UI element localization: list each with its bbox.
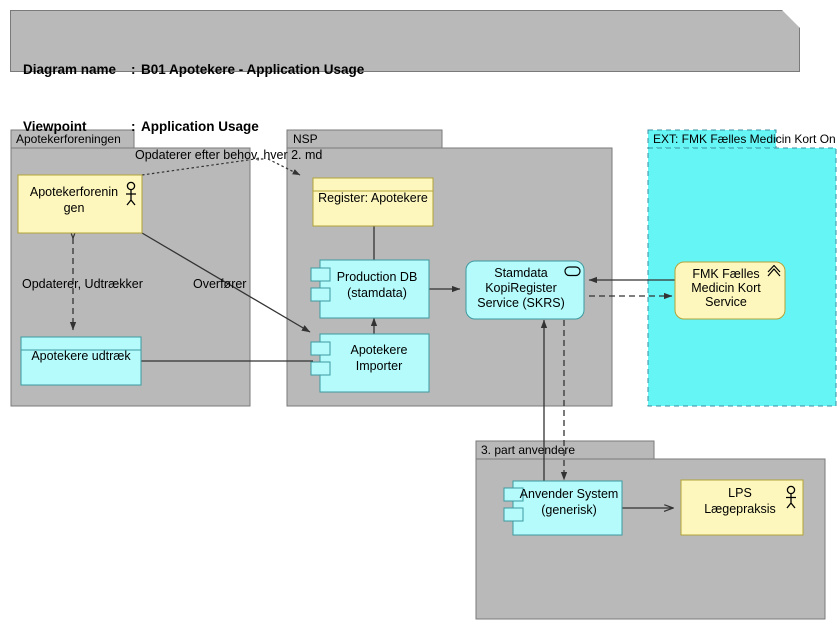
node-label-register-apotekere: Register: Apotekere <box>318 191 428 205</box>
node-anvender-system[interactable]: Anvender System (generisk) <box>503 480 623 536</box>
connector-label-opdaterer-efter-behov: Opdaterer efter behov, hver 2. md <box>135 148 322 162</box>
node-label-skrs-line3: Service (SKRS) <box>477 296 565 310</box>
connector-line-dotted-a <box>141 158 265 176</box>
actor-icon <box>126 181 136 206</box>
node-label-fmk-service-line3: Service <box>705 295 747 309</box>
node-label-apotekerforeningen-actor-line1: Apotekerforenin <box>30 185 118 199</box>
node-apotekere-udtraek[interactable]: Apotekere udtræk <box>20 336 142 386</box>
node-box-skrs <box>465 260 585 320</box>
connector-label-opdaterer-udtraekker: Opdaterer, Udtrækker <box>22 277 143 291</box>
node-box-register-apotekere <box>312 177 434 227</box>
connector-label-overfoerer: Overfører <box>193 277 246 291</box>
node-lps-laegepraksis[interactable]: LPS Lægepraksis <box>680 479 804 536</box>
node-box-apotekerforeningen-actor <box>17 174 143 234</box>
group-label-nsp: NSP <box>293 132 318 146</box>
connector-overfoerer: Overfører <box>141 232 311 333</box>
node-apotekere-importer[interactable]: Apotekere Importer <box>310 333 430 393</box>
title-separator-2: : <box>131 119 136 134</box>
node-label-apotekere-importer-line2: Importer <box>356 359 403 373</box>
diagram-name-value: B01 Apotekere - Application Usage <box>141 62 365 77</box>
node-label-production-db-line2: (stamdata) <box>347 286 407 300</box>
diagram-name-label: Diagram name <box>23 62 117 77</box>
node-label-apotekere-importer-line1: Apotekere <box>351 343 408 357</box>
node-label-lps-line1: LPS <box>728 486 752 500</box>
node-label-apotekere-udtraek: Apotekere udtræk <box>31 349 131 363</box>
group-label-ext-fmk: EXT: FMK Fælles Medicin Kort On <box>653 132 836 146</box>
title-row-diagram-name: Diagram name : B01 Apotekere - Applicati… <box>23 60 364 79</box>
connector-opdaterer-udtraekker: Opdaterer, Udtrækker <box>22 238 143 330</box>
node-label-anvender-system-line1: Anvender System <box>520 487 619 501</box>
node-box-lps-laegepraksis <box>680 479 804 536</box>
title-row-viewpoint: Viewpoint : Application Usage <box>23 117 364 136</box>
node-apotekerforeningen-actor[interactable]: Apotekerforenin gen <box>17 174 143 234</box>
group-label-tredjepart: 3. part anvendere <box>481 443 575 457</box>
connector-line-overfoerer <box>141 232 311 333</box>
node-label-lps-line2: Lægepraksis <box>704 502 776 516</box>
viewpoint-value: Application Usage <box>141 119 259 134</box>
component-icon <box>503 487 524 522</box>
node-label-production-db-line1: Production DB <box>337 270 418 284</box>
node-skrs[interactable]: Stamdata KopiRegister Service (SKRS) <box>465 260 585 320</box>
node-register-apotekere[interactable]: Register: Apotekere <box>312 177 434 227</box>
node-label-fmk-service-line2: Medicin Kort <box>691 281 761 295</box>
node-label-apotekerforeningen-actor-line2: gen <box>64 201 85 215</box>
connector-opdaterer-efter-behov: Opdaterer efter behov, hver 2. md <box>135 148 322 176</box>
node-box-anvender-system <box>512 480 623 536</box>
diagram-title-box: Diagram name : B01 Apotekere - Applicati… <box>10 10 800 134</box>
node-box-production-db <box>319 259 430 319</box>
component-icon <box>310 341 331 376</box>
viewpoint-label: Viewpoint <box>23 119 87 134</box>
actor-icon <box>786 485 796 509</box>
title-separator-1: : <box>131 62 136 77</box>
node-box-fmk-service <box>674 261 786 320</box>
connector-line-dotted-b <box>267 158 301 176</box>
application-service-icon <box>564 266 581 277</box>
node-box-apotekere-udtraek <box>20 336 142 386</box>
diagram-title-text: Diagram name : B01 Apotekere - Applicati… <box>23 22 364 174</box>
node-label-skrs-line2: KopiRegister <box>485 281 557 295</box>
node-label-anvender-system-line2: (generisk) <box>541 503 597 517</box>
group-label-apotekerforeningen: Apotekerforeningen <box>16 132 121 146</box>
node-fmk-service[interactable]: FMK Fælles Medicin Kort Service <box>674 261 786 320</box>
node-label-fmk-service-line1: FMK Fælles <box>692 267 759 281</box>
node-production-db[interactable]: Production DB (stamdata) <box>310 259 430 319</box>
node-box-apotekere-importer <box>319 333 430 393</box>
folded-corner-icon <box>782 10 800 28</box>
node-label-skrs-line1: Stamdata <box>494 266 548 280</box>
component-icon <box>310 267 331 302</box>
business-service-icon <box>767 264 781 277</box>
